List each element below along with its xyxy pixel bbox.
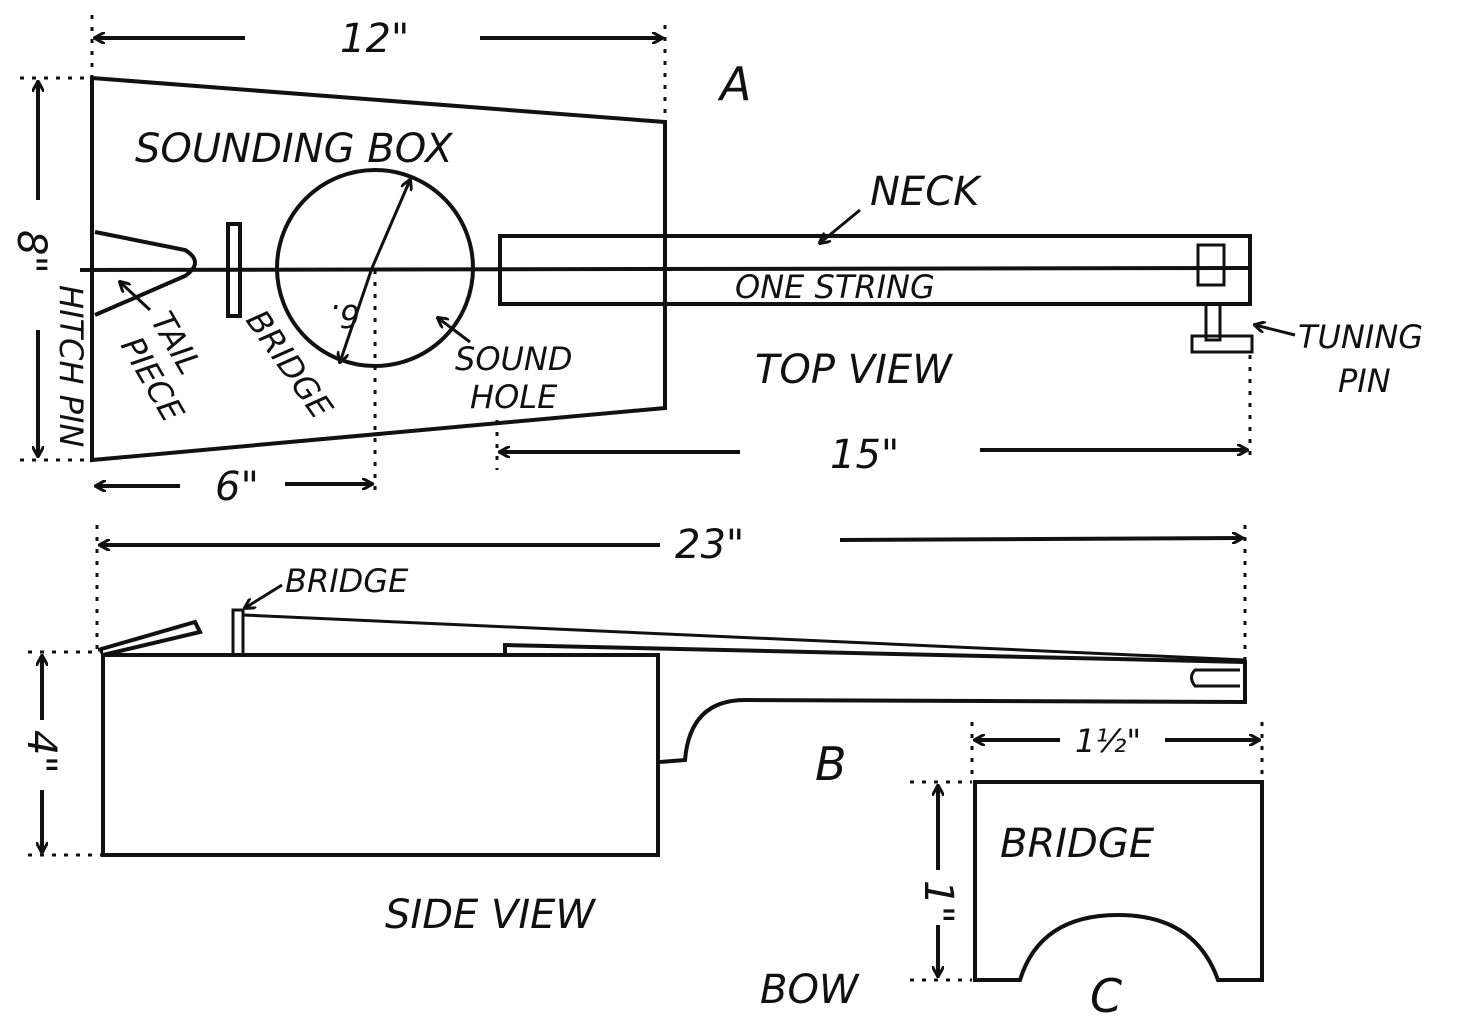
dim-23-label: 23" (675, 522, 744, 568)
bridge-side (231, 608, 245, 657)
figure-label-c: C (1090, 969, 1122, 1023)
tuning-label: TUNING (1298, 318, 1423, 356)
bridge-label-side: BRIDGE (285, 562, 409, 600)
dim-6-label: 6" (215, 464, 259, 510)
top-view-title: TOP VIEW (755, 347, 953, 393)
figure-label-a: A (717, 57, 751, 111)
bridge-detail-label: BRIDGE (1000, 821, 1155, 867)
hitch-pin-label: HITCH PIN (52, 285, 90, 447)
dim-15-label: 15" (830, 432, 899, 478)
bridge-label-top: BRIDGE (238, 303, 340, 426)
figure-label-b: B (815, 737, 847, 791)
side-view-title: SIDE VIEW (385, 892, 596, 938)
tuning-peg-top (1196, 243, 1226, 287)
tuning-pin-slot (1190, 668, 1240, 688)
dim-8-label: 8" (8, 230, 54, 274)
bridge-detail-shape (973, 780, 1264, 982)
sound-label: SOUND (455, 340, 573, 378)
pin-label: PIN (1338, 362, 1391, 400)
bridge-detail: 1½" 1" BRIDGE BOW C (760, 722, 1264, 1023)
hole-label: HOLE (470, 378, 558, 416)
sounding-box-side (101, 653, 660, 857)
string-line (79, 266, 1251, 272)
dim-12-label: 12" (340, 16, 409, 62)
top-view: 12" A 8" HITCH PIN SOUNDING BOX 6. NECK … (8, 15, 1423, 510)
bow-label: BOW (760, 967, 860, 1013)
tuning-pin-shaft (1204, 302, 1222, 342)
sounding-box-label: SOUNDING BOX (135, 126, 454, 172)
tuning-pin-head (1190, 334, 1254, 354)
dim-1-5-label: 1½" (1075, 722, 1141, 760)
neck-label: NECK (870, 169, 982, 215)
side-view: 23" BRIDGE 4" B SIDE VIEW (18, 522, 1247, 938)
one-string-label: ONE STRING (735, 268, 935, 306)
radius-label: 6. (329, 297, 360, 335)
dim-1-label: 1" (915, 880, 961, 924)
neck-side (503, 642, 1247, 764)
tail-piece-side (97, 619, 203, 657)
dim-4-label: 4" (18, 730, 64, 774)
sounding-box-outline (90, 75, 667, 463)
tail-piece-shape (94, 230, 197, 317)
string-side (242, 613, 1246, 662)
neck-shape (498, 234, 1252, 306)
